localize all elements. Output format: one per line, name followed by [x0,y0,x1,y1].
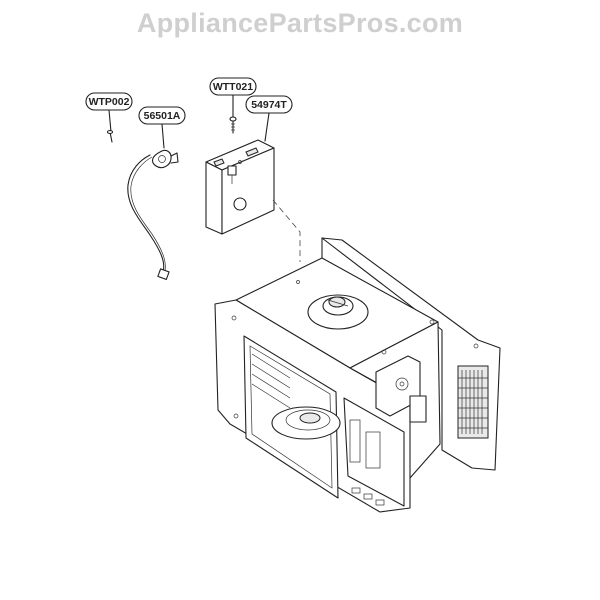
callout-label-wtp002: WTP002 [89,96,130,108]
screw-wtt021 [229,116,237,134]
assembly-guide-line [272,199,301,262]
callout-wtp002[interactable]: WTP002 [85,92,133,133]
bracket-54974t [205,139,275,235]
site-watermark: AppliancePartsPros.com [136,8,464,38]
callout-56501a[interactable]: 56501A [138,106,186,149]
oven-cavity [214,237,501,513]
screw-wtp002 [106,129,114,143]
callout-label-54974t: 54974T [251,99,287,111]
sensor-wire-56501a [127,149,179,281]
callout-label-wtt021: WTT021 [213,81,253,93]
callout-label-56501a: 56501A [144,110,181,122]
callout-wtt021[interactable]: WTT021 [209,77,257,118]
callout-54974t[interactable]: 54974T [245,95,293,142]
